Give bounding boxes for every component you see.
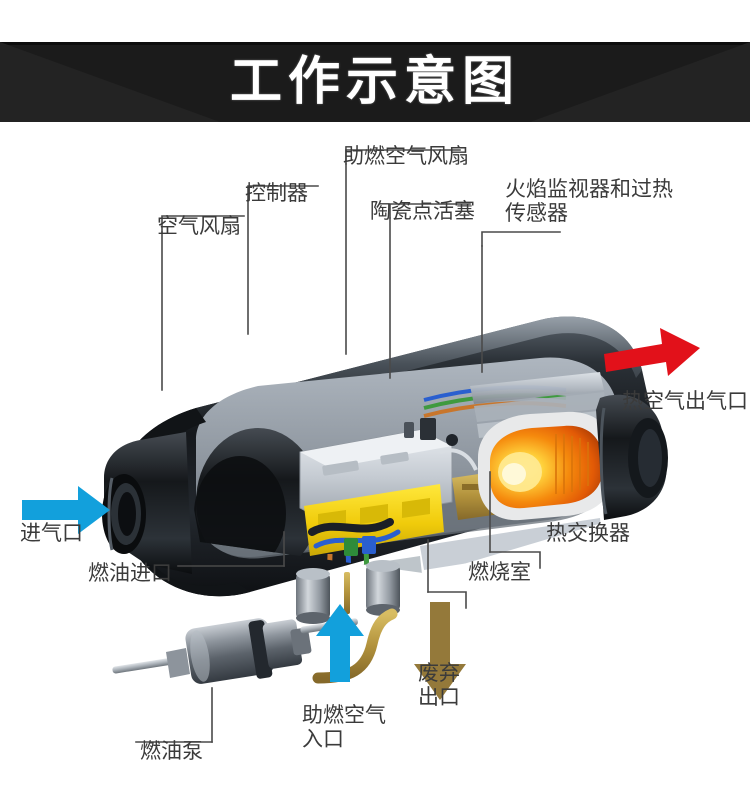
- outlet-ring: [599, 407, 608, 515]
- controller-detail-a: [322, 460, 359, 476]
- banner-right-chevron: [530, 42, 750, 122]
- combustion-chamber: [478, 411, 614, 521]
- label-combustion-air-inlet: 助燃空气 入口: [302, 703, 386, 751]
- interior-components: [194, 372, 614, 574]
- leader-piston-underline: [389, 203, 471, 219]
- leader-air-fan-underline: [161, 215, 245, 233]
- label-combustion-chamber: 燃烧室: [468, 560, 531, 584]
- wire-orange: [315, 553, 333, 574]
- leader-heat-exchanger-underline: [489, 551, 541, 569]
- fuel-line-stub: [344, 572, 350, 614]
- air-intake-port: [102, 432, 192, 574]
- leader-controller-underline: [247, 185, 319, 201]
- fan-housing-inner: [194, 456, 286, 572]
- pump-highlight: [190, 630, 210, 682]
- burner-striations: [555, 434, 589, 494]
- banner-top-edge: [0, 42, 750, 45]
- lower-deck-plate: [420, 518, 602, 570]
- exhaust-port-cylinder: [296, 574, 330, 618]
- pump-rod-left: [112, 658, 172, 674]
- pump-collar-left: [166, 648, 190, 678]
- header-banner: 工作示意图: [0, 42, 750, 122]
- ignition-detail: [462, 484, 488, 490]
- label-heat-exchanger: 热交换器: [546, 521, 630, 545]
- air-port-cylinder: [366, 566, 400, 610]
- controller-box-top: [300, 430, 452, 468]
- fastener: [446, 434, 458, 446]
- intake-arrow: [22, 486, 110, 534]
- label-hot-air-outlet: 热空气出气口: [622, 389, 748, 413]
- intake-ring-highlight: [107, 477, 114, 551]
- label-controller: 控制器: [245, 181, 308, 205]
- label-fuel-inlet: 燃油进口: [88, 561, 172, 585]
- hot-air-arrow: [604, 328, 700, 376]
- exhaust-arrow: [414, 602, 466, 700]
- leader-combustion-fan-underline: [345, 149, 461, 165]
- leader-lines: [135, 149, 561, 743]
- sensor-bracket: [404, 422, 414, 438]
- air-port-top: [366, 560, 400, 572]
- controller-detail-b: [380, 451, 409, 465]
- combustion-air-arrow: [316, 604, 364, 682]
- label-exhaust-outlet: 废弃 出口: [418, 661, 460, 709]
- flame-core-hot: [502, 463, 526, 485]
- connector-slot-2: [360, 504, 388, 524]
- connector-slot-3: [402, 498, 430, 518]
- wire-green: [357, 549, 369, 574]
- wire-clip-green: [344, 538, 358, 556]
- leader-combustion-chamber-underline: [427, 591, 467, 609]
- label-ceramic-ignition-piston: 陶瓷点活塞: [370, 199, 475, 223]
- label-combustion-air-fan: 助燃空气风扇: [343, 144, 469, 168]
- wire-black: [308, 518, 394, 536]
- heater-main-body: [102, 316, 668, 624]
- pump-nozzle-base: [290, 627, 312, 656]
- page-title: 工作示意图: [229, 52, 520, 112]
- label-fuel-pump: 燃油泵: [140, 739, 203, 763]
- exhaust-port-top: [296, 568, 330, 580]
- label-flame-monitor-overheat-sensor: 火焰监视器和过热 传感器: [505, 177, 673, 225]
- ignition-lead: [439, 448, 478, 471]
- exhaust-port-bottom: [296, 612, 330, 624]
- heater-cutaway-illustration: [22, 149, 700, 743]
- hot-air-outlet-port: [596, 394, 668, 520]
- leader-flame-sensor-underline: [481, 231, 561, 247]
- wire-clip-blue: [362, 536, 376, 554]
- wire-blue: [339, 551, 351, 574]
- diagram-stage: 空气风扇 控制器 助燃空气风扇 陶瓷点活塞 火焰监视器和过热 传感器 热空气出气…: [0, 122, 750, 788]
- outlet-mouth-inner: [638, 429, 662, 487]
- label-air-fan: 空气风扇: [157, 214, 241, 238]
- banner-left-chevron: [0, 42, 220, 122]
- intake-bore: [118, 492, 136, 536]
- label-air-intake: 进气口: [20, 521, 83, 545]
- pump-band: [248, 620, 273, 679]
- sensor-body: [420, 418, 436, 440]
